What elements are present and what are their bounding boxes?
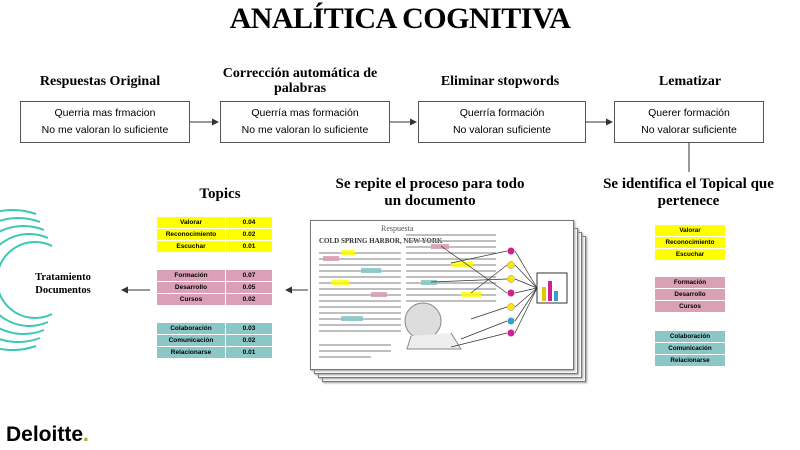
topic-term: Desarrollo bbox=[156, 281, 226, 294]
topic-value: 0.01 bbox=[225, 346, 273, 359]
identified-term: Escuchar bbox=[654, 248, 726, 261]
topic-value: 0.05 bbox=[225, 281, 273, 294]
topic-term: Comunicación bbox=[156, 334, 226, 347]
topic-term: Reconocimiento bbox=[156, 228, 226, 241]
identified-term: Valorar bbox=[654, 224, 726, 237]
topic-term: Valorar bbox=[156, 216, 226, 229]
topic-value: 0.04 bbox=[225, 216, 273, 229]
ring-arc bbox=[0, 241, 53, 319]
step-text: Querría formación bbox=[459, 107, 545, 119]
topic-term: Relacionarse bbox=[156, 346, 226, 359]
identified-term: Reconocimiento bbox=[654, 236, 726, 249]
identified-term: Cursos bbox=[654, 300, 726, 313]
identified-term: Colaboración bbox=[654, 330, 726, 343]
table-row: Escuchar bbox=[654, 248, 726, 261]
step-label-lematizar: Lematizar bbox=[658, 74, 722, 89]
logo-name: Deloitte bbox=[6, 423, 84, 446]
repeat-label: Se repite el proceso para todo un docume… bbox=[335, 176, 525, 209]
ring-arc bbox=[0, 217, 41, 343]
document-illustration bbox=[319, 234, 568, 358]
step-text: No valoran suficiente bbox=[452, 124, 552, 136]
topic-term: Formación bbox=[156, 269, 226, 282]
topic-term: Colaboración bbox=[156, 322, 226, 335]
step-text: Querer formación bbox=[648, 107, 730, 119]
step-text: Querría mas formación bbox=[251, 107, 359, 119]
step-box-original: Querria mas frmacion No me valoran lo su… bbox=[20, 101, 190, 143]
topic-value: 0.01 bbox=[225, 240, 273, 253]
topic-value: 0.02 bbox=[225, 334, 273, 347]
table-row: Reconocimiento bbox=[654, 236, 726, 249]
ring-arc bbox=[0, 233, 49, 327]
identified-table-pink: Formación Desarrollo Cursos bbox=[654, 276, 726, 313]
table-row: Desarrollo bbox=[654, 288, 726, 301]
table-row: Colaboración bbox=[654, 330, 726, 343]
ring-arc bbox=[0, 225, 45, 335]
step-label-original: Respuestas Original bbox=[39, 74, 161, 89]
step-label-stopwords: Eliminar stopwords bbox=[440, 74, 560, 89]
step-text: No valorar suficiente bbox=[641, 124, 737, 136]
step-text: No me valoran lo suficiente bbox=[241, 124, 369, 136]
table-row: Cursos bbox=[654, 300, 726, 313]
step-text: No me valoran lo suficiente bbox=[41, 124, 169, 136]
table-row: Relacionarse bbox=[654, 354, 726, 367]
document-lead: COLD SPRING HARBOR, NEW YORK— bbox=[319, 237, 450, 245]
topic-value: 0.03 bbox=[225, 322, 273, 335]
treatment-label: Tratamiento Documentos bbox=[35, 272, 91, 296]
logo-dot: . bbox=[83, 423, 89, 446]
step-box-correccion: Querría mas formación No me valoran lo s… bbox=[220, 101, 390, 143]
identified-term: Relacionarse bbox=[654, 354, 726, 367]
step-text: Querria mas frmacion bbox=[54, 107, 156, 119]
table-row: Valorar bbox=[654, 224, 726, 237]
page-title: ANALÍTICA COGNITIVA bbox=[229, 2, 571, 35]
topic-term: Cursos bbox=[156, 293, 226, 306]
identify-label: Se identifica el Topical que pertenece bbox=[603, 176, 774, 209]
table-row: Formación bbox=[654, 276, 726, 289]
identified-table-teal: Colaboración Comunicación Relacionarse bbox=[654, 330, 726, 367]
document-header: Respuesta bbox=[381, 224, 414, 233]
step-box-stopwords: Querría formación No valoran suficiente bbox=[418, 101, 586, 143]
topic-value: 0.02 bbox=[225, 293, 273, 306]
identified-table-yellow: Valorar Reconocimiento Escuchar bbox=[654, 224, 726, 261]
step-box-lematizar: Querer formación No valorar suficiente bbox=[614, 101, 764, 143]
step-label-correccion: Corrección automática de palabras bbox=[222, 66, 378, 96]
table-row: Comunicación bbox=[654, 342, 726, 355]
topics-label: Topics bbox=[199, 186, 241, 202]
deloitte-logo: Deloitte. bbox=[6, 423, 89, 447]
topic-term: Escuchar bbox=[156, 240, 226, 253]
topic-value: 0.02 bbox=[225, 228, 273, 241]
document-page-front: Respuesta COLD SPRING HARBOR, NEW YORK— bbox=[310, 220, 574, 370]
topic-value: 0.07 bbox=[225, 269, 273, 282]
identified-term: Desarrollo bbox=[654, 288, 726, 301]
treatment-ring-graphic bbox=[0, 209, 53, 351]
identified-term: Formación bbox=[654, 276, 726, 289]
identified-term: Comunicación bbox=[654, 342, 726, 355]
